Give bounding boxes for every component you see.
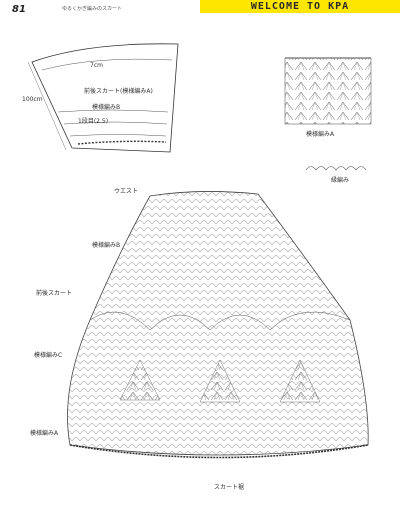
pattern-swatch [284, 57, 372, 125]
main-skirt-diagram [67, 191, 369, 459]
main-label-pattern-b: 模様編みB [92, 242, 121, 249]
skirt-schematic [27, 43, 179, 153]
main-label-hem: スカート裾 [214, 484, 245, 491]
schematic-label-side: 100cm [22, 96, 43, 103]
schematic-label-band-2: 前後スカート(模様編みA) [84, 88, 153, 95]
schematic-label-band-3: 模様編みB [92, 104, 121, 111]
main-label-skirt: 前後スカート [36, 290, 73, 297]
legend-edging: 縁編み [331, 177, 350, 184]
edging-sample [305, 166, 367, 171]
main-label-pattern-a: 模様編みA [30, 430, 59, 437]
page-number: 81 [12, 4, 26, 15]
welcome-banner: WELCOME TO KPA [200, 0, 400, 13]
main-label-waist: ウエスト [114, 188, 139, 195]
main-label-pattern-c: 模様編みC [34, 352, 63, 359]
schematic-label-top: 7cm [90, 62, 103, 69]
schematic-label-band-1: 1段目(2.5) [78, 118, 109, 125]
header-note: ゆるくかぎ編みのスカート [62, 6, 123, 12]
legend-pattern-a: 模様編みA [306, 131, 335, 138]
